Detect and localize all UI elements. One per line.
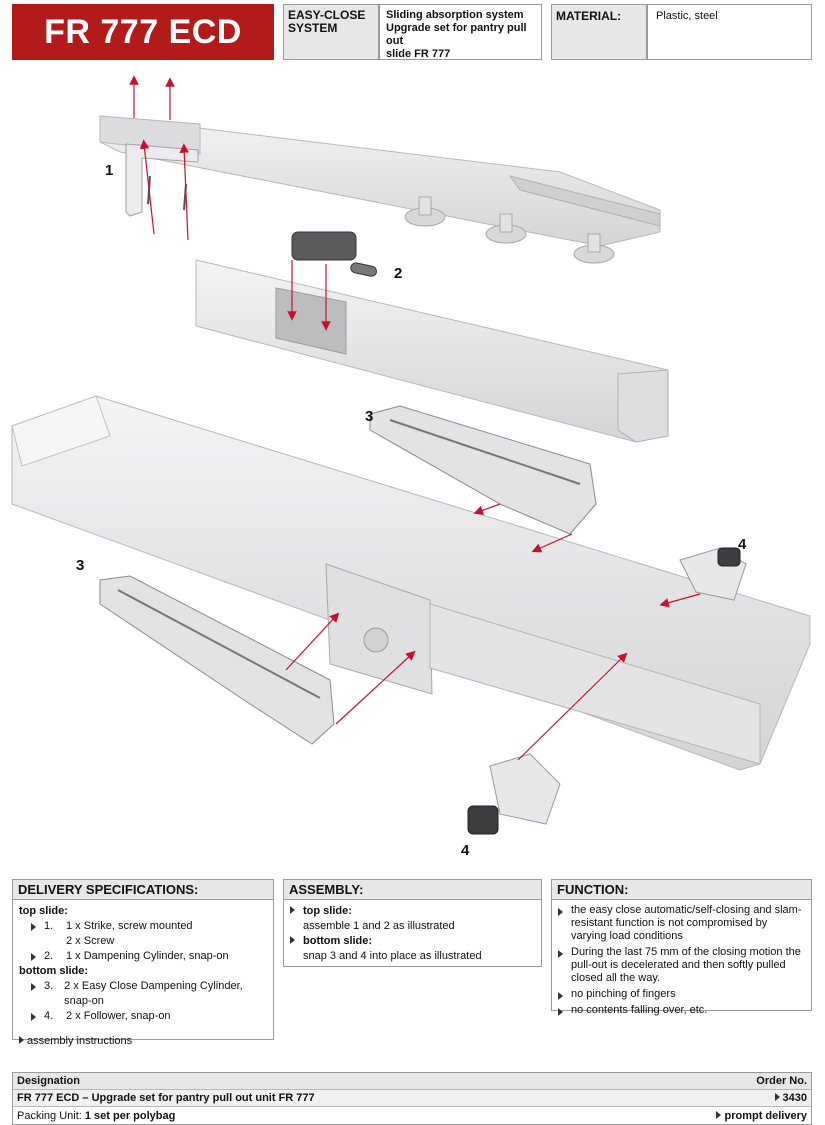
category-box: EASY-CLOSE SYSTEM — [283, 4, 379, 60]
strike-part-1 — [125, 143, 199, 217]
damper-part-3-top — [369, 405, 597, 535]
function-item: no pinching of fingers — [558, 988, 805, 1001]
damper-part-3-left — [99, 575, 335, 745]
bullet-triangle-icon — [290, 936, 295, 944]
function-box: FUNCTION: the easy close automatic/self-… — [551, 879, 812, 1016]
bullet-triangle-icon — [558, 1008, 563, 1016]
designation-header: Designation — [17, 1075, 80, 1087]
function-heading: FUNCTION: — [552, 880, 811, 900]
assembly-bottom-label: bottom slide: — [290, 934, 535, 949]
assembly-instructions-link[interactable]: assembly instructions — [19, 1034, 267, 1049]
assembly-heading: ASSEMBLY: — [284, 880, 541, 900]
bullet-triangle-icon — [31, 923, 36, 931]
dampening-cylinder-part-2 — [291, 231, 378, 277]
assembly-top-label: top slide: — [290, 904, 535, 919]
delivery-item-3: 3. 2 x Easy Close Dampening Cylinder, sn… — [19, 979, 267, 1009]
packing-unit: Packing Unit: 1 set per polybag — [17, 1109, 176, 1122]
delivery-item-1: 1. 1 x Strike, screw mounted 2 x Screw — [19, 919, 267, 949]
order-header-row: Designation Order No. — [13, 1073, 811, 1090]
delivery-note: prompt delivery — [716, 1110, 807, 1122]
category-line-1: EASY-CLOSE — [288, 8, 366, 22]
part-label-3-left: 3 — [76, 557, 84, 574]
order-no-header: Order No. — [756, 1075, 807, 1087]
rail-foot — [404, 196, 446, 227]
function-item: the easy close automatic/self-closing an… — [558, 904, 805, 943]
material-value: Plastic, steel — [647, 4, 812, 60]
part-label-2: 2 — [394, 265, 402, 282]
material-label: MATERIAL: — [551, 4, 647, 60]
exploded-assembly-illustration: 1 2 3 3 4 4 — [11, 75, 811, 859]
function-item: During the last 75 mm of the closing mot… — [558, 946, 805, 985]
assembly-top-text: assemble 1 and 2 as illustrated — [303, 920, 455, 932]
part-label-4-right: 4 — [738, 536, 747, 553]
bullet-triangle-icon — [31, 983, 36, 991]
part-label-1: 1 — [105, 162, 113, 179]
assembly-arrows — [285, 503, 701, 761]
description-line-1: Sliding absorption system — [386, 9, 524, 21]
delivery-top-label: top slide: — [19, 905, 68, 917]
top-slide — [99, 115, 661, 264]
product-designation: FR 777 ECD – Upgrade set for pantry pull… — [17, 1092, 315, 1104]
packing-row: Packing Unit: 1 set per polybag prompt d… — [13, 1107, 811, 1124]
description-box: Sliding absorption system Upgrade set fo… — [379, 4, 542, 60]
middle-slide — [195, 259, 669, 443]
bullet-triangle-icon — [31, 953, 36, 961]
assembly-bottom-text: snap 3 and 4 into place as illustrated — [303, 950, 482, 962]
bullet-triangle-icon — [558, 950, 563, 958]
strike-arrows — [129, 75, 190, 241]
bullet-triangle-icon — [558, 908, 563, 916]
category-line-2: SYSTEM — [288, 21, 338, 35]
delivery-item-4: 4. 2 x Follower, snap-on — [19, 1009, 267, 1024]
bullet-triangle-icon — [290, 906, 295, 914]
delivery-specifications-box: DELIVERY SPECIFICATIONS: top slide: 1. 1… — [12, 879, 274, 1047]
follower-part-4-bottom — [467, 753, 561, 835]
link-triangle-icon — [19, 1036, 24, 1044]
triangle-icon — [774, 1093, 780, 1101]
cylinder-arrows — [287, 260, 331, 331]
assembly-box: ASSEMBLY: top slide: assemble 1 and 2 as… — [283, 879, 542, 967]
delivery-bottom-label: bottom slide: — [19, 965, 89, 977]
bullet-triangle-icon — [31, 1013, 36, 1021]
order-table: Designation Order No. FR 777 ECD – Upgra… — [12, 1072, 812, 1125]
function-item: no contents falling over, etc. — [558, 1004, 805, 1017]
rail-foot — [573, 233, 615, 264]
description-line-3: slide FR 777 — [386, 48, 451, 60]
rail-foot — [485, 213, 527, 244]
order-product-row: FR 777 ECD – Upgrade set for pantry pull… — [13, 1090, 811, 1107]
product-title: FR 777 ECD — [12, 4, 274, 60]
delivery-item-2: 2. 1 x Dampening Cylinder, snap-on — [19, 949, 267, 964]
follower-part-4-right — [679, 547, 747, 601]
bullet-triangle-icon — [558, 992, 563, 1000]
description-line-2: Upgrade set for pantry pull out — [386, 22, 527, 47]
part-label-3-top: 3 — [365, 408, 373, 425]
delivery-heading: DELIVERY SPECIFICATIONS: — [13, 880, 273, 900]
triangle-icon — [716, 1110, 722, 1119]
order-number: 3430 — [774, 1092, 807, 1104]
part-label-4-bottom: 4 — [461, 842, 470, 859]
